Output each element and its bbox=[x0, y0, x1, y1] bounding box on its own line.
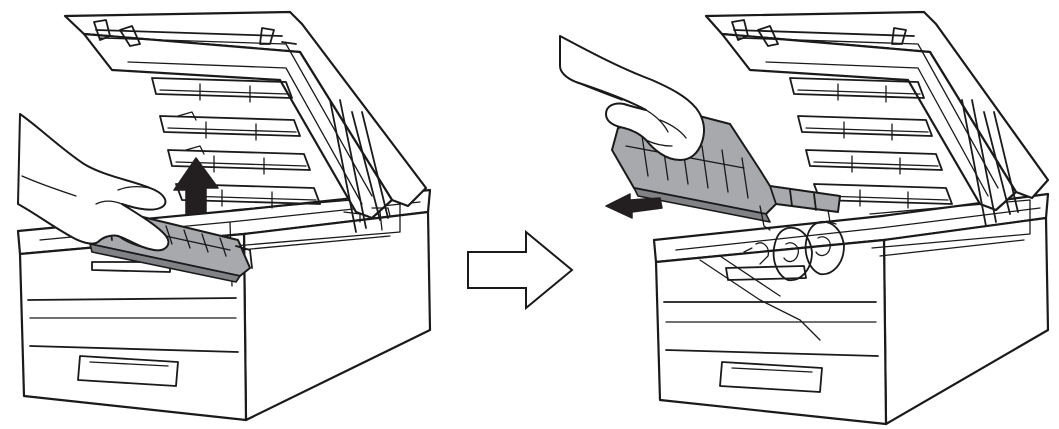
hand-left bbox=[17, 113, 170, 252]
top-cover-right bbox=[704, 10, 1050, 227]
top-cover-left bbox=[63, 10, 428, 233]
step-1-panel bbox=[16, 10, 432, 422]
arrow-left-icon bbox=[605, 193, 663, 219]
arrow-right-outline-icon bbox=[467, 229, 574, 311]
printer-body-right bbox=[652, 192, 1050, 426]
toner-cartridges-right bbox=[743, 220, 845, 282]
step-2-panel bbox=[559, 10, 1050, 426]
arrow-up-icon bbox=[173, 157, 219, 215]
hand-right bbox=[559, 35, 705, 161]
led-bars-right bbox=[789, 77, 953, 209]
